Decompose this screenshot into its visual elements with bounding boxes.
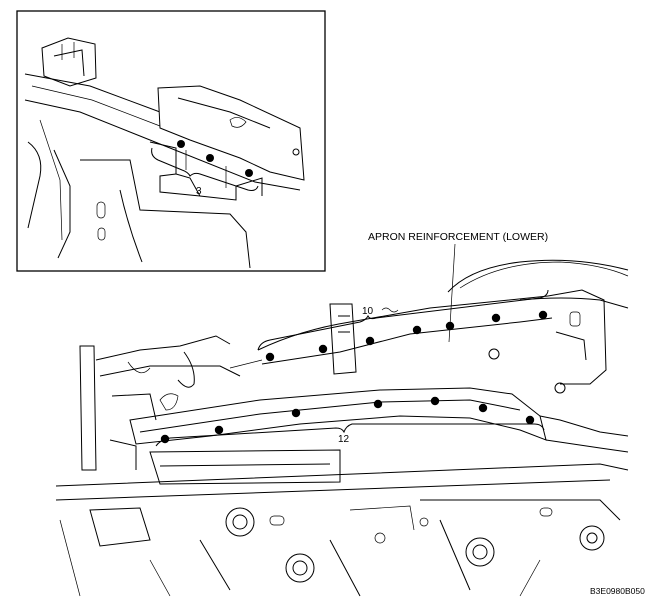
inset-weld-points — [177, 140, 253, 177]
weld-point — [430, 396, 440, 406]
upper-weld-count-label: 10 — [362, 306, 374, 317]
weld-point — [214, 425, 224, 435]
weld-point — [445, 321, 455, 331]
upper-weld-brace — [257, 289, 549, 351]
weld-point — [412, 325, 422, 335]
lower-weld-count-label: 12 — [338, 434, 350, 445]
weld-point — [538, 310, 548, 320]
weld-point — [525, 415, 535, 425]
weld-point — [365, 336, 375, 346]
main-body-structure: APRON REINFORCEMENT (LOWER) — [55, 231, 629, 597]
weld-point — [478, 403, 488, 413]
weld-point — [291, 408, 301, 418]
inset-detail-view: 3 — [16, 10, 326, 272]
main-weld-points — [160, 310, 548, 444]
weld-point — [206, 154, 214, 162]
inset-weld-count-label: 3 — [196, 186, 202, 197]
weld-point — [160, 434, 170, 444]
inset-panel-structure — [24, 37, 305, 269]
weld-point — [318, 344, 328, 354]
weld-point — [373, 399, 383, 409]
weld-point — [177, 140, 185, 148]
weld-point — [245, 169, 253, 177]
figure-code: B3E0980B050 — [590, 586, 645, 596]
weld-point — [265, 352, 275, 362]
lower-bay-details — [59, 499, 621, 597]
weld-point — [491, 313, 501, 323]
apron-reinforcement-label: APRON REINFORCEMENT (LOWER) — [368, 231, 548, 243]
